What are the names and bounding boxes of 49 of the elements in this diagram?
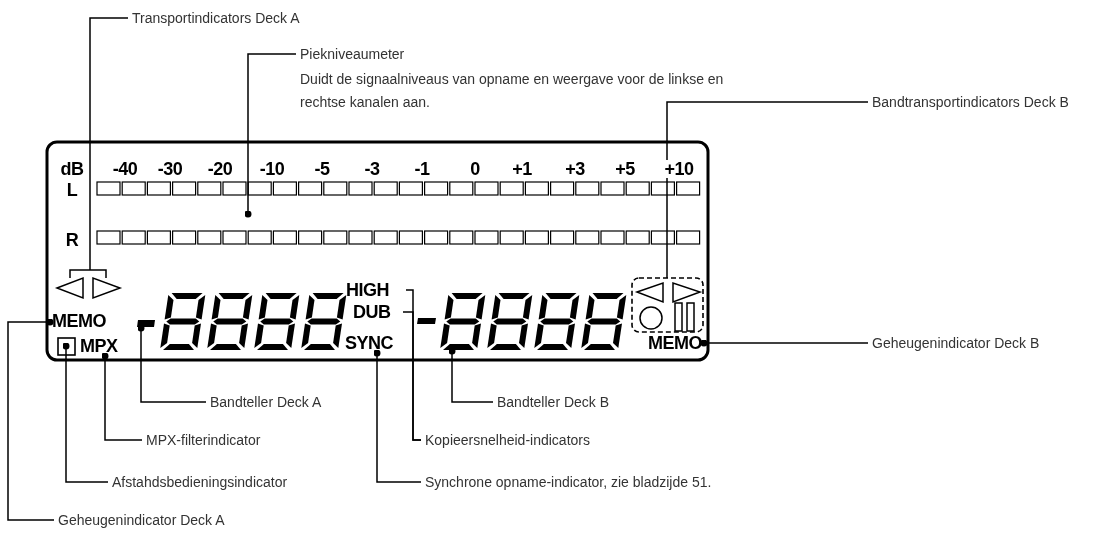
channel-label: R — [65, 231, 79, 249]
callout-label: Bandtransportindicators Deck B — [872, 94, 1069, 110]
callout-description: Duidt de signaalniveaus van opname en weergave voor de linkse en rechtse kanalen aan. — [300, 70, 725, 112]
callout-label: Synchrone opname-indicator, zie bladzijde 51. — [425, 474, 712, 490]
scale-label: +3 — [565, 160, 585, 178]
callout-label: Bandteller Deck B — [497, 394, 610, 410]
scale-label: -3 — [364, 160, 380, 178]
indicator-label: MEMO — [52, 312, 106, 330]
scale-label: -5 — [314, 160, 330, 178]
leader-line — [402, 311, 422, 441]
callout-label: Bandteller Deck A — [210, 394, 322, 410]
callout-label: Afstahdsbedieningsindicator — [112, 474, 288, 490]
leader-line — [373, 349, 422, 483]
leader-line — [62, 342, 109, 483]
leader-line — [137, 324, 207, 403]
scale-label: 0 — [470, 160, 480, 178]
leader-line — [7, 318, 55, 521]
callout-label: Geheugenindicator Deck B — [872, 335, 1040, 351]
scale-label: -10 — [259, 160, 285, 178]
leader-line — [89, 17, 129, 271]
indicator-label: MPX — [80, 337, 118, 355]
scale-label: +10 — [664, 160, 694, 178]
callout-label: Piekniveaumeter — [300, 46, 405, 62]
leader-line — [700, 339, 869, 347]
digit-segment — [443, 344, 474, 350]
scale-label: -30 — [157, 160, 183, 178]
callout-label: Kopieersnelheid-indicators — [425, 432, 590, 448]
leader-line — [101, 352, 143, 441]
callout-label: MPX-filterindicator — [146, 432, 261, 448]
callout-label: Transportindicators Deck A — [132, 10, 300, 26]
channel-label: L — [66, 181, 78, 199]
scale-label: +1 — [512, 160, 532, 178]
unit-label: dB — [60, 160, 84, 178]
scale-label: -20 — [207, 160, 233, 178]
scale-label: -1 — [414, 160, 430, 178]
leader-line — [244, 53, 297, 218]
level-meter-drawing — [96, 181, 701, 245]
indicator-label: SYNC — [345, 334, 393, 352]
minus-segment — [137, 320, 155, 327]
scale-label: -40 — [112, 160, 138, 178]
indicator-label: HIGH — [346, 281, 389, 299]
scale-label: +5 — [615, 160, 635, 178]
leader-line — [448, 347, 494, 403]
leader-line — [666, 101, 869, 279]
transport-indicator-drawing — [631, 277, 704, 333]
transport-indicator-icon — [54, 269, 123, 300]
callout-label: Geheugenindicator Deck A — [58, 512, 225, 528]
indicator-label: DUB — [353, 303, 391, 321]
indicator-label: MEMO — [648, 334, 702, 352]
